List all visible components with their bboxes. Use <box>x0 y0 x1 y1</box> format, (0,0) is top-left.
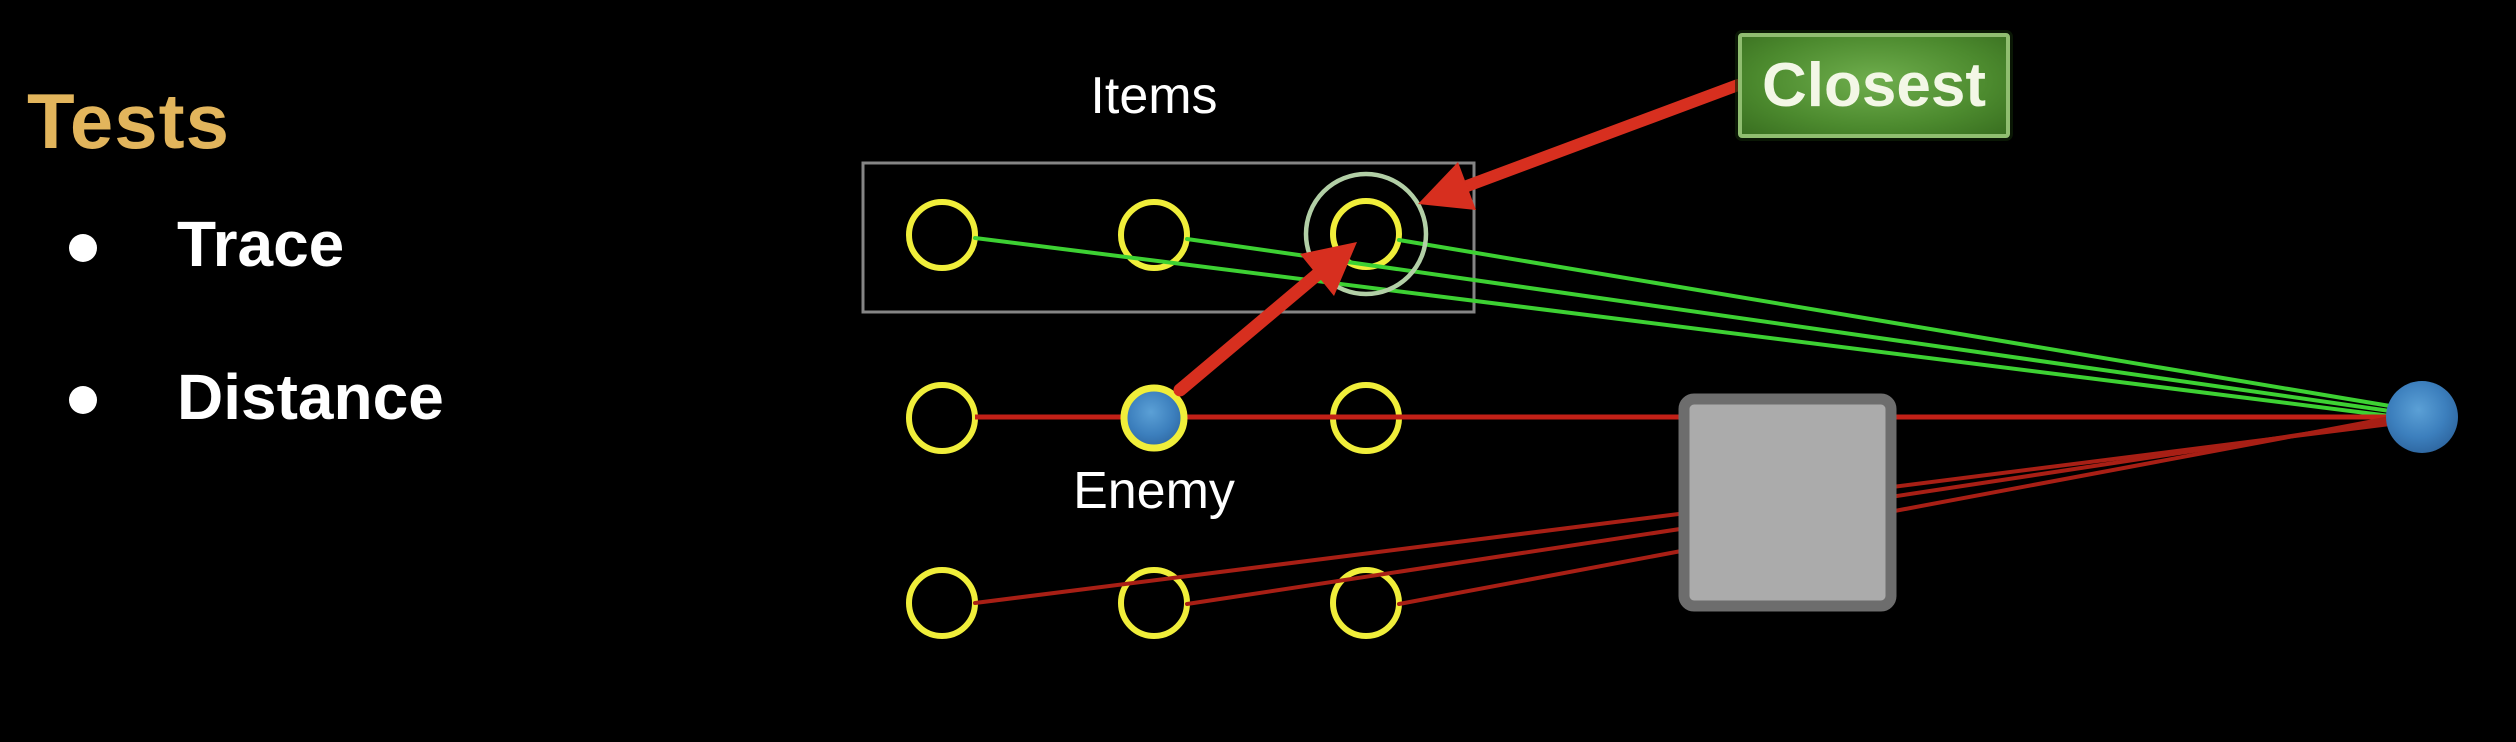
closest-callout: Closest <box>1738 33 2010 138</box>
closest-highlight-ring <box>1303 171 1429 297</box>
item-node-2 <box>1118 199 1190 271</box>
trace-line-item-3 <box>1397 238 2392 408</box>
bullet-dot-icon <box>69 386 97 414</box>
enemy-node <box>1120 384 1188 452</box>
bullet-item-distance: Distance <box>177 361 444 433</box>
enemy-to-closest-arrowhead-icon <box>1300 242 1357 296</box>
trace-line-item-1 <box>973 236 2392 418</box>
closest-callout-arrow-shaft <box>1461 79 1744 192</box>
closest-callout-label: Closest <box>1762 50 1986 120</box>
items-group-box <box>861 161 1476 314</box>
slide-title: Tests <box>27 77 230 165</box>
item-node-3-closest <box>1330 198 1402 270</box>
trace-line-item-2 <box>1185 237 2392 413</box>
items-label: Items <box>1090 67 1218 125</box>
obstacle-square <box>1678 393 1897 612</box>
enemy-to-closest-arrow <box>1173 242 1357 397</box>
player-node <box>2386 381 2458 453</box>
item-node-1 <box>906 199 978 271</box>
bullet-item-trace: Trace <box>177 208 345 280</box>
closest-callout-arrow <box>1418 79 1744 210</box>
bottom-node-1 <box>906 567 978 639</box>
closest-callout-arrowhead-icon <box>1418 162 1476 210</box>
enemy-label: Enemy <box>1073 462 1235 520</box>
enemy-to-closest-arrow-shaft <box>1173 266 1326 397</box>
mid-node-1 <box>906 382 978 454</box>
bullet-dot-icon <box>69 234 97 262</box>
